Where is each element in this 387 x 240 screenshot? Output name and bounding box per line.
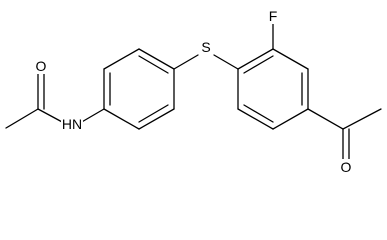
bond-ring1-c [138, 48, 175, 70]
atom-oxygen-amide: O [36, 58, 47, 74]
molecule-canvas: O HN S F O [5, 7, 382, 175]
bond-ring2-a [237, 48, 274, 70]
bond-ring2-acetyl [307, 108, 344, 130]
atom-nitrogen-nh: HN [62, 116, 82, 132]
bond-ring1-b [103, 48, 140, 70]
molecule-structure-diagram: O HN S F O [5, 7, 382, 175]
atom-labels: O HN S F O [33, 7, 354, 175]
atom-fluorine: F [269, 8, 278, 24]
bond-s-ring2 [213, 54, 239, 70]
bond-ring1-e-inner [138, 104, 169, 123]
bond-ring1-e [138, 108, 175, 130]
bond-carbonyl-n [37, 108, 65, 124]
bond-methyl-carbonyl-left [5, 108, 39, 129]
bond-ring2-d [272, 108, 309, 130]
bond-n-ring [79, 108, 105, 124]
atom-sulfur: S [201, 39, 210, 55]
bond-ring2-e [237, 108, 274, 130]
bond-acetyl-methyl [342, 108, 382, 130]
bond-ring1-f [103, 108, 140, 130]
bonds [5, 23, 382, 162]
bond-ring2-a-inner [243, 55, 274, 74]
bond-ring1-s [173, 54, 199, 70]
bond-ring1-c-inner [138, 55, 169, 74]
bond-ring2-e-inner [243, 104, 274, 123]
atom-oxygen-ketone: O [341, 159, 352, 175]
bond-ring2-b [272, 48, 309, 70]
